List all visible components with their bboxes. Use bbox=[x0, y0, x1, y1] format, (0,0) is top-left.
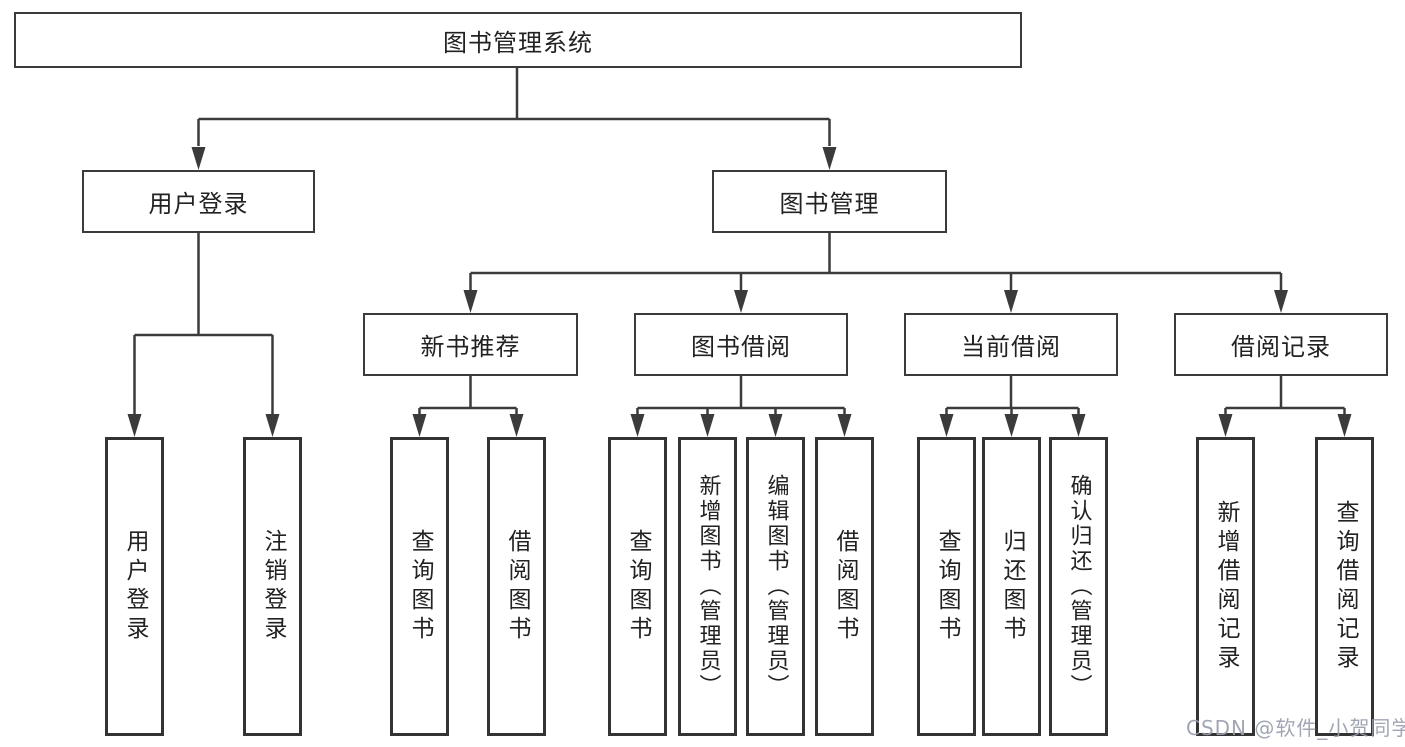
leaf-logout: 注销登录 bbox=[243, 437, 302, 736]
node-book-borrow: 图书借阅 bbox=[634, 313, 848, 376]
leaf-query-books-borrow: 查询图书 bbox=[608, 437, 667, 736]
leaf-edit-book-admin-label: 编辑图书（管理员） bbox=[763, 474, 789, 699]
leaf-confirm-return-admin-label: 确认归还（管理员） bbox=[1066, 474, 1092, 699]
leaf-query-books-recommend: 查询图书 bbox=[390, 437, 449, 736]
leaf-borrow-books-label: 借阅图书 bbox=[832, 528, 858, 645]
leaf-user-login-label: 用户登录 bbox=[122, 528, 148, 645]
leaf-query-books-borrow-label: 查询图书 bbox=[625, 528, 651, 645]
leaf-add-book-admin: 新增图书（管理员） bbox=[678, 437, 737, 736]
node-borrow-records: 借阅记录 bbox=[1174, 313, 1388, 376]
leaf-query-books-recommend-label: 查询图书 bbox=[407, 528, 433, 645]
leaf-return-book: 归还图书 bbox=[982, 437, 1041, 736]
leaf-return-book-label: 归还图书 bbox=[999, 528, 1025, 645]
leaf-borrow-books: 借阅图书 bbox=[815, 437, 874, 736]
leaf-query-books-current-label: 查询图书 bbox=[934, 528, 960, 645]
leaf-logout-label: 注销登录 bbox=[260, 528, 286, 645]
leaf-add-book-admin-label: 新增图书（管理员） bbox=[695, 474, 721, 699]
node-user-login: 用户登录 bbox=[82, 170, 315, 233]
leaf-borrow-books-recommend-label: 借阅图书 bbox=[504, 528, 530, 645]
leaf-user-login: 用户登录 bbox=[105, 437, 164, 736]
leaf-borrow-books-recommend: 借阅图书 bbox=[487, 437, 546, 736]
node-root: 图书管理系统 bbox=[14, 12, 1022, 68]
leaf-add-borrow-record: 新增借阅记录 bbox=[1196, 437, 1255, 736]
leaf-query-books-current: 查询图书 bbox=[917, 437, 976, 736]
leaf-query-borrow-record-label: 查询借阅记录 bbox=[1332, 499, 1358, 674]
leaf-add-borrow-record-label: 新增借阅记录 bbox=[1213, 499, 1239, 674]
watermark: CSDN @软件_小贺同学 bbox=[1186, 716, 1405, 740]
node-current-borrow: 当前借阅 bbox=[904, 313, 1118, 376]
leaf-confirm-return-admin: 确认归还（管理员） bbox=[1049, 437, 1108, 736]
node-new-book-recommend: 新书推荐 bbox=[363, 313, 578, 376]
node-book-management: 图书管理 bbox=[712, 170, 947, 233]
leaf-query-borrow-record: 查询借阅记录 bbox=[1315, 437, 1374, 736]
leaf-edit-book-admin: 编辑图书（管理员） bbox=[746, 437, 805, 736]
